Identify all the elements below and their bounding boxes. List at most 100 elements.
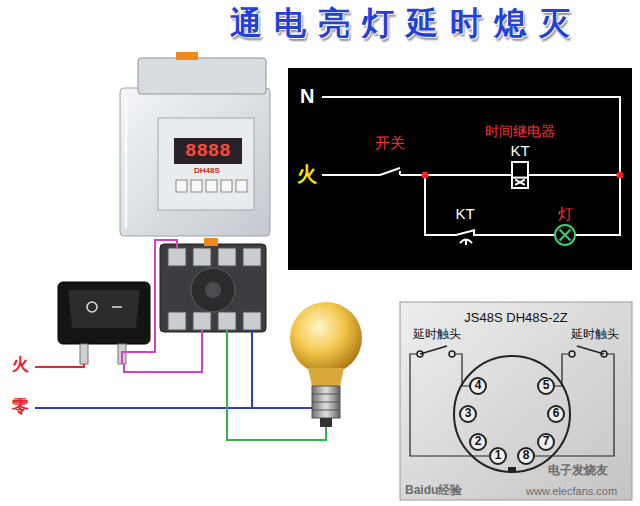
relay-cap: [138, 58, 266, 94]
node-label: 8: [523, 449, 530, 462]
symbol-stroke: [513, 177, 527, 179]
bulb-base: [312, 386, 340, 418]
socket-outline: [454, 356, 570, 472]
terminal: [168, 248, 186, 266]
switch-symbol: 开关: [372, 165, 408, 185]
node-label: JS48S DH48S-2Z: [464, 311, 567, 325]
lamp-symbol: 灯: [554, 224, 576, 246]
socket-clip: [204, 238, 218, 246]
neutral-wire: [251, 330, 253, 408]
contact-blade: [420, 346, 447, 354]
terminal: [243, 312, 261, 330]
node-label: KT: [455, 206, 474, 223]
symbol-stroke: [456, 230, 475, 235]
housing-highlight: [125, 96, 128, 228]
contact-line: [535, 354, 614, 456]
rocker-switch: [58, 282, 150, 344]
schematic-panel: [288, 68, 632, 270]
relay-contact: KT: [448, 225, 482, 245]
node-label: 5: [543, 379, 550, 392]
model-name: DH48S: [194, 167, 220, 176]
symbol-stroke: [515, 180, 525, 185]
node-label: 灯: [558, 206, 573, 223]
pin-circle: 8: [517, 447, 535, 465]
pin-circle: 3: [459, 405, 477, 423]
switch-symbol-graphic: [372, 165, 408, 185]
node-label: 7: [543, 435, 550, 448]
contact-line: [410, 354, 489, 456]
symbol-stroke: [560, 230, 571, 241]
neutral-wire: [35, 407, 312, 409]
socket-base: [191, 268, 235, 312]
relay-latch: [176, 52, 198, 60]
relay-button: [206, 180, 217, 192]
diagram-title: 通电亮灯延时熄灭: [230, 6, 582, 41]
symbol-stroke: [515, 180, 525, 185]
live-label: 火: [297, 163, 317, 185]
switch-wire: [124, 330, 202, 372]
node-label: KT: [510, 143, 529, 160]
on-mark: [112, 306, 122, 308]
relay-coil-graphic: [513, 163, 527, 187]
junction-dot: [422, 172, 429, 179]
neutral-wire: [322, 97, 620, 175]
node-label: 3: [465, 407, 472, 420]
contact-caption: 延时触头: [413, 328, 461, 341]
relay-socket: [160, 244, 266, 332]
circuit-wire: [529, 175, 620, 235]
terminal: [218, 248, 236, 266]
junction-dot: [617, 172, 624, 179]
pin-circle: 7: [537, 433, 555, 451]
symbol-stroke: [372, 174, 380, 176]
switch-wire: [122, 240, 177, 364]
off-mark: [87, 302, 97, 312]
circuit-wire: [408, 175, 448, 235]
node-label: 2: [475, 435, 482, 448]
node-label: 1: [495, 449, 502, 462]
watermark: www.elecfans.com: [526, 485, 617, 497]
live-wire: [322, 174, 372, 176]
node-label: 4: [475, 379, 482, 392]
lamp-wire: [227, 330, 326, 440]
pinout-photo: [400, 302, 632, 500]
relay-housing: [120, 88, 270, 236]
pin-circle: 6: [547, 405, 565, 423]
bulb-globe: [290, 302, 362, 374]
bulb-tip: [320, 418, 332, 427]
symbol-stroke: [448, 234, 456, 236]
node-label: 时间继电器: [485, 124, 555, 139]
switch-terminal: [80, 344, 88, 364]
symbol-stroke: [560, 230, 571, 241]
symbol-stroke: [399, 171, 401, 175]
terminal: [193, 248, 211, 266]
lamp-symbol-graphic: [556, 226, 574, 244]
terminal: [168, 312, 186, 330]
terminal: [218, 312, 236, 330]
symbol-stroke: [465, 240, 467, 246]
base-thread: [312, 394, 340, 410]
contact-blade: [577, 346, 604, 354]
relay-coil: 时间继电器KT: [511, 161, 529, 189]
display-digits: 8888: [185, 141, 231, 162]
symbol-stroke: [400, 174, 408, 176]
pin-circle: 5: [537, 377, 555, 395]
pin-circle: 4: [469, 377, 487, 395]
neutral-label: N: [300, 85, 314, 107]
contact-terminal: [569, 351, 575, 357]
node-label: 6: [553, 407, 560, 420]
symbol-stroke: [380, 168, 400, 175]
socket-hole: [205, 282, 221, 298]
watermark: 电子发烧友: [548, 464, 608, 477]
pin-circle: 1: [489, 447, 507, 465]
contact-caption: 延时触头: [571, 328, 619, 341]
contact-terminal: [449, 351, 455, 357]
watermark: Baidu经验: [405, 484, 462, 497]
relay-button: [221, 180, 232, 192]
relay-display: [174, 138, 242, 164]
bulb-neck: [308, 368, 344, 386]
circuit-wire: [482, 234, 554, 236]
live-wire: [35, 364, 84, 367]
pin-circle: 2: [469, 433, 487, 451]
